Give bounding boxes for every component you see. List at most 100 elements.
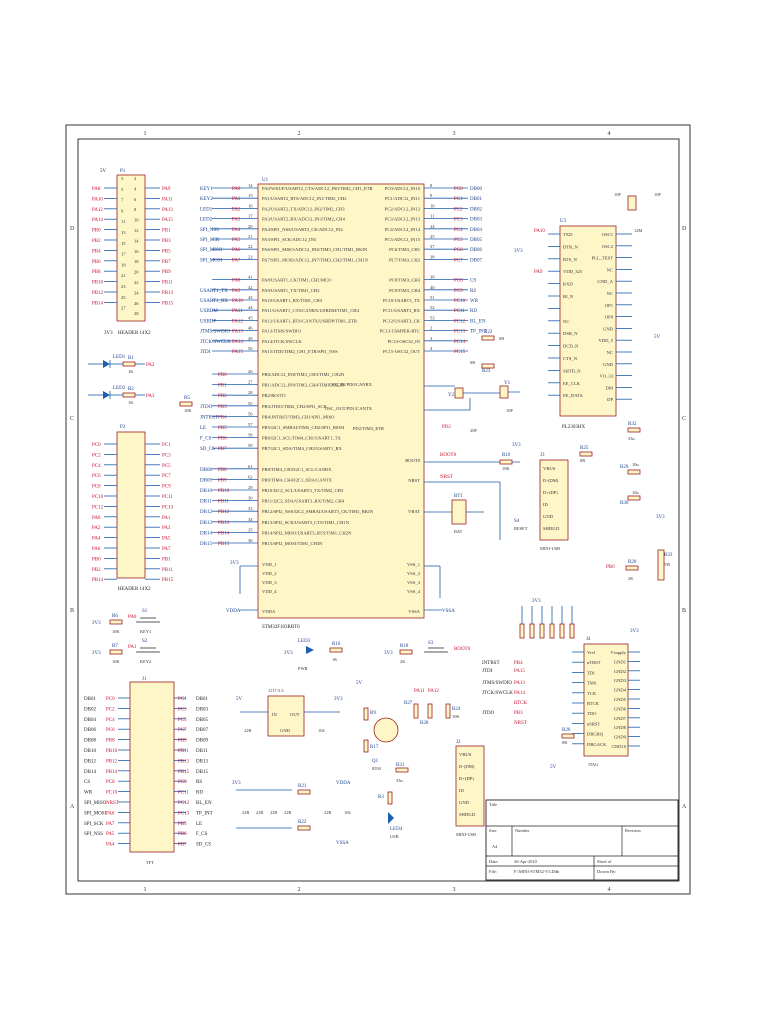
mcu-right-func: PC5/ADC12_IN15 (385, 237, 421, 242)
mcu-left-ext: USART1_TX (200, 289, 228, 294)
tft-right-net: PC7 (178, 728, 187, 733)
size-label: Size (489, 828, 497, 833)
drawn-label: Drawn By: (597, 869, 616, 874)
mcu-left-pin: 23 (248, 254, 253, 259)
mcu-right-net: PC12 (454, 319, 466, 324)
mcu-left-pin: 22 (248, 244, 253, 249)
mcu-right-ext: DB06 (470, 248, 482, 253)
jtag-right-pin: GND4 (614, 688, 627, 693)
jtag-pullup (549, 623, 555, 639)
tft-right-ext: DB05 (196, 718, 208, 723)
tft-right-ext: BL_EN (196, 801, 212, 806)
r2-label: R2 (128, 387, 134, 392)
mcu-b-pin: 36 (248, 538, 253, 543)
j3-body (539, 459, 569, 541)
mcu-b-net: PB8 (218, 468, 227, 473)
jtag-right-pin: GND10 (611, 744, 626, 749)
usb_conn2-pin: GND (459, 800, 470, 805)
jtag-designator: J4 (586, 637, 591, 642)
jtag-3v3-a: 3V3 (532, 599, 541, 604)
p1-body (116, 174, 146, 322)
header_p2-right-net: PC9 (162, 485, 171, 490)
tft-right-net: PB5 (178, 822, 187, 827)
mcu-left-ext: USART1_RX (200, 299, 228, 304)
p1-pin-right: 24 (134, 290, 139, 295)
jtag-net: PA14 (514, 691, 525, 696)
header_p2-left-net: PA0 (92, 516, 101, 521)
mcu-vdd2: VDD_2 (262, 571, 277, 576)
jtag-pullup (569, 623, 575, 639)
u3-right-pin: VDD_5 (598, 338, 613, 343)
mcu-vss4: VSS_4 (407, 589, 421, 594)
mcu-right-pin: 3 (430, 336, 433, 341)
tft-right-net: PC11 (178, 791, 189, 796)
p2-designator: P2 (120, 425, 126, 430)
jtag-body (583, 643, 629, 757)
mcu-right-func: PC12/USART3_CK (383, 318, 421, 323)
u3-left-pin: NC (563, 319, 569, 324)
jtag-label: JTAG (588, 762, 599, 767)
u3-right-pin: PLL_TEST (592, 256, 614, 261)
tft-left-ext: SPI_NSS (84, 832, 103, 837)
vdda-rail: VDDA (226, 609, 241, 614)
p1-pin-left: 15 (121, 241, 126, 246)
mcu-left-func: PA13/JTMS/SWDIO (262, 329, 302, 334)
mcu-left-net: PA2 (232, 207, 241, 212)
r18-value: 2K (400, 659, 406, 664)
header_p1-right-net: PB3 (162, 239, 171, 244)
mcu-vss3: VSS_3 (407, 580, 421, 585)
ldo-in: IN (272, 712, 278, 717)
tft-left-ext: CS (84, 780, 90, 785)
mcu-b-pin: 61 (248, 464, 253, 469)
tft-right-ext: DB07 (196, 728, 208, 733)
key1-3v3: 3V3 (92, 621, 101, 626)
header_p2-left-net: PC8 (92, 485, 101, 490)
p1-pin-left: 17 (121, 252, 126, 257)
usb_conn1-pin: GND (543, 514, 554, 519)
mcu-left-net: PA12 (232, 319, 243, 324)
mcu-left-net: PA10 (232, 299, 243, 304)
mcu-b-net: PB15 (218, 542, 230, 547)
r16-value: 1K (332, 657, 338, 662)
tft-right-ext: F_CS (196, 832, 208, 837)
mcu-b-func: PB9/TIM4_CH4/I2C1_SDA/CANTX (262, 477, 333, 482)
jtag-left-pin: TMS (587, 681, 597, 686)
tft-right-net: PC1 (178, 697, 187, 702)
u3-designator: U3 (560, 219, 567, 224)
mcu-right-pin: 37 (430, 244, 435, 249)
mcu-right-net: PC2 (454, 207, 463, 212)
mcu-left-pin: 46 (248, 326, 253, 331)
header_p1-right-net: PB11 (162, 281, 173, 286)
mcu-left-func: PA12/USART1_RTS/CANTX/USBDP/TIM1_ETR (262, 318, 358, 323)
r9-label: R9 (370, 711, 376, 716)
mcu-left-net: PA9 (232, 289, 241, 294)
tft-label: TFT (146, 860, 154, 865)
tft-left-net: PC8 (106, 780, 115, 785)
jtag-right-pin: GND2 (614, 669, 627, 674)
r19-value: 2K (628, 576, 634, 581)
mcu-b-ext: DB15 (200, 542, 212, 547)
header_p2-right-net: PA5 (162, 537, 171, 542)
u3-left-pins: TXDDTR_NRTS_NVDD_325RXDRI_NNCDSR_NDCD_NC… (548, 232, 583, 398)
p1-bottom-label: 3V3 (104, 331, 113, 336)
p1-pin-left: 13 (121, 230, 126, 235)
mcu-right-ext: CS (470, 279, 476, 284)
ldo-cap-1: 22R (244, 728, 251, 733)
mcu-b-pin: 35 (248, 527, 253, 532)
s4-text: RESET (514, 526, 528, 531)
u3-right-pin: OSC1 (602, 232, 614, 237)
jtag-right-pin: GND8 (614, 725, 627, 730)
u3-right-pin: VO_33 (599, 374, 613, 379)
mcu-left-net: PA14 (232, 340, 243, 345)
r2-body (122, 392, 136, 398)
mcu-designator: U1 (262, 178, 269, 183)
osc-cap-value-2: 10P (506, 408, 513, 413)
r6-label: R6 (112, 614, 118, 619)
led3-label: LED3 (298, 639, 311, 644)
mcu-b-func: PB8/TIM4_CH3/I2C1_SCL/CANRX (262, 467, 332, 472)
usb-led-label: USB (390, 834, 399, 839)
mcu-right-net: PC13 (454, 330, 466, 335)
header_p1-right-net: PA9 (162, 187, 171, 192)
mcu-left-func: PA14/JTCK/SWCLK (262, 339, 302, 344)
u3-right-pin: OSC2 (602, 244, 614, 249)
